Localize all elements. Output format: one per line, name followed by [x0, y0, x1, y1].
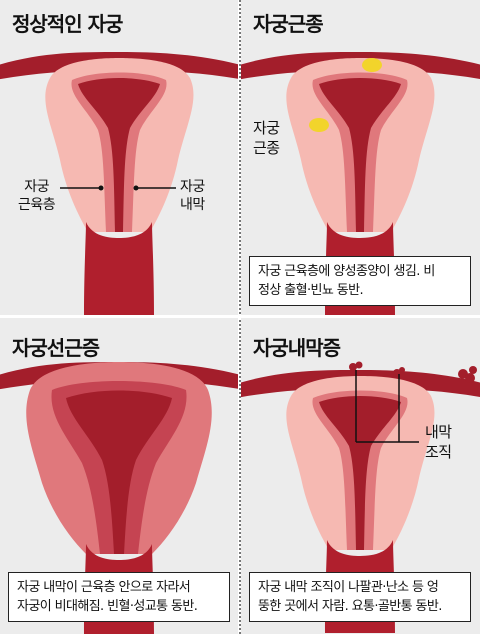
- panel-title: 정상적인 자궁: [12, 12, 123, 36]
- panel-normal-uterus: 정상적인 자궁 자궁 근육층 자궁 내막: [0, 0, 238, 315]
- endometrial-growths: [349, 361, 477, 388]
- endometrial-tissue-label: 내막 조직: [425, 423, 452, 461]
- endometrium-label: 자궁 내막: [180, 179, 205, 213]
- panel-title: 자궁내막증: [253, 336, 341, 360]
- fibroid-top: [362, 58, 382, 72]
- fibroid-caption: 자궁 근육층에 양성종양이 생김. 비 정상 출혈·빈뇨 동반.: [249, 256, 471, 306]
- adenomyosis-caption: 자궁 내막이 근육층 안으로 자라서 자궁이 비대해짐. 빈혈·성교통 동반.: [8, 572, 230, 622]
- panel-title: 자궁선근증: [12, 336, 100, 360]
- endometriosis-caption: 자궁 내막 조직이 나팔관·난소 등 엉 뚱한 곳에서 자람. 요통·골반통 동…: [249, 572, 471, 622]
- panel-adenomyosis: 자궁선근증 자궁 내막이 근육층 안으로 자라서 자궁이 비대해짐. 빈혈·성교…: [0, 318, 238, 634]
- horizontal-divider: [0, 316, 480, 318]
- panel-title: 자궁근종: [253, 12, 324, 36]
- fibroid-label: 자궁 근종: [253, 119, 280, 157]
- panel-endometriosis: 자궁내막증 내막 조직 자궁 내막 조직이 나팔관·난소 등 엉 뚱한 곳에서 …: [241, 318, 480, 634]
- myometrium-label: 자궁 근육층: [18, 179, 56, 213]
- normal-uterus-illustration: [0, 52, 238, 315]
- adenomyosis-uterus-illustration: [0, 362, 238, 634]
- panel-uterine-fibroids: 자궁근종 자궁 근종 자궁 근육층에 양성종양이 생김. 비 정상 출혈·빈뇨 …: [241, 0, 480, 315]
- fibroid-side: [309, 118, 329, 132]
